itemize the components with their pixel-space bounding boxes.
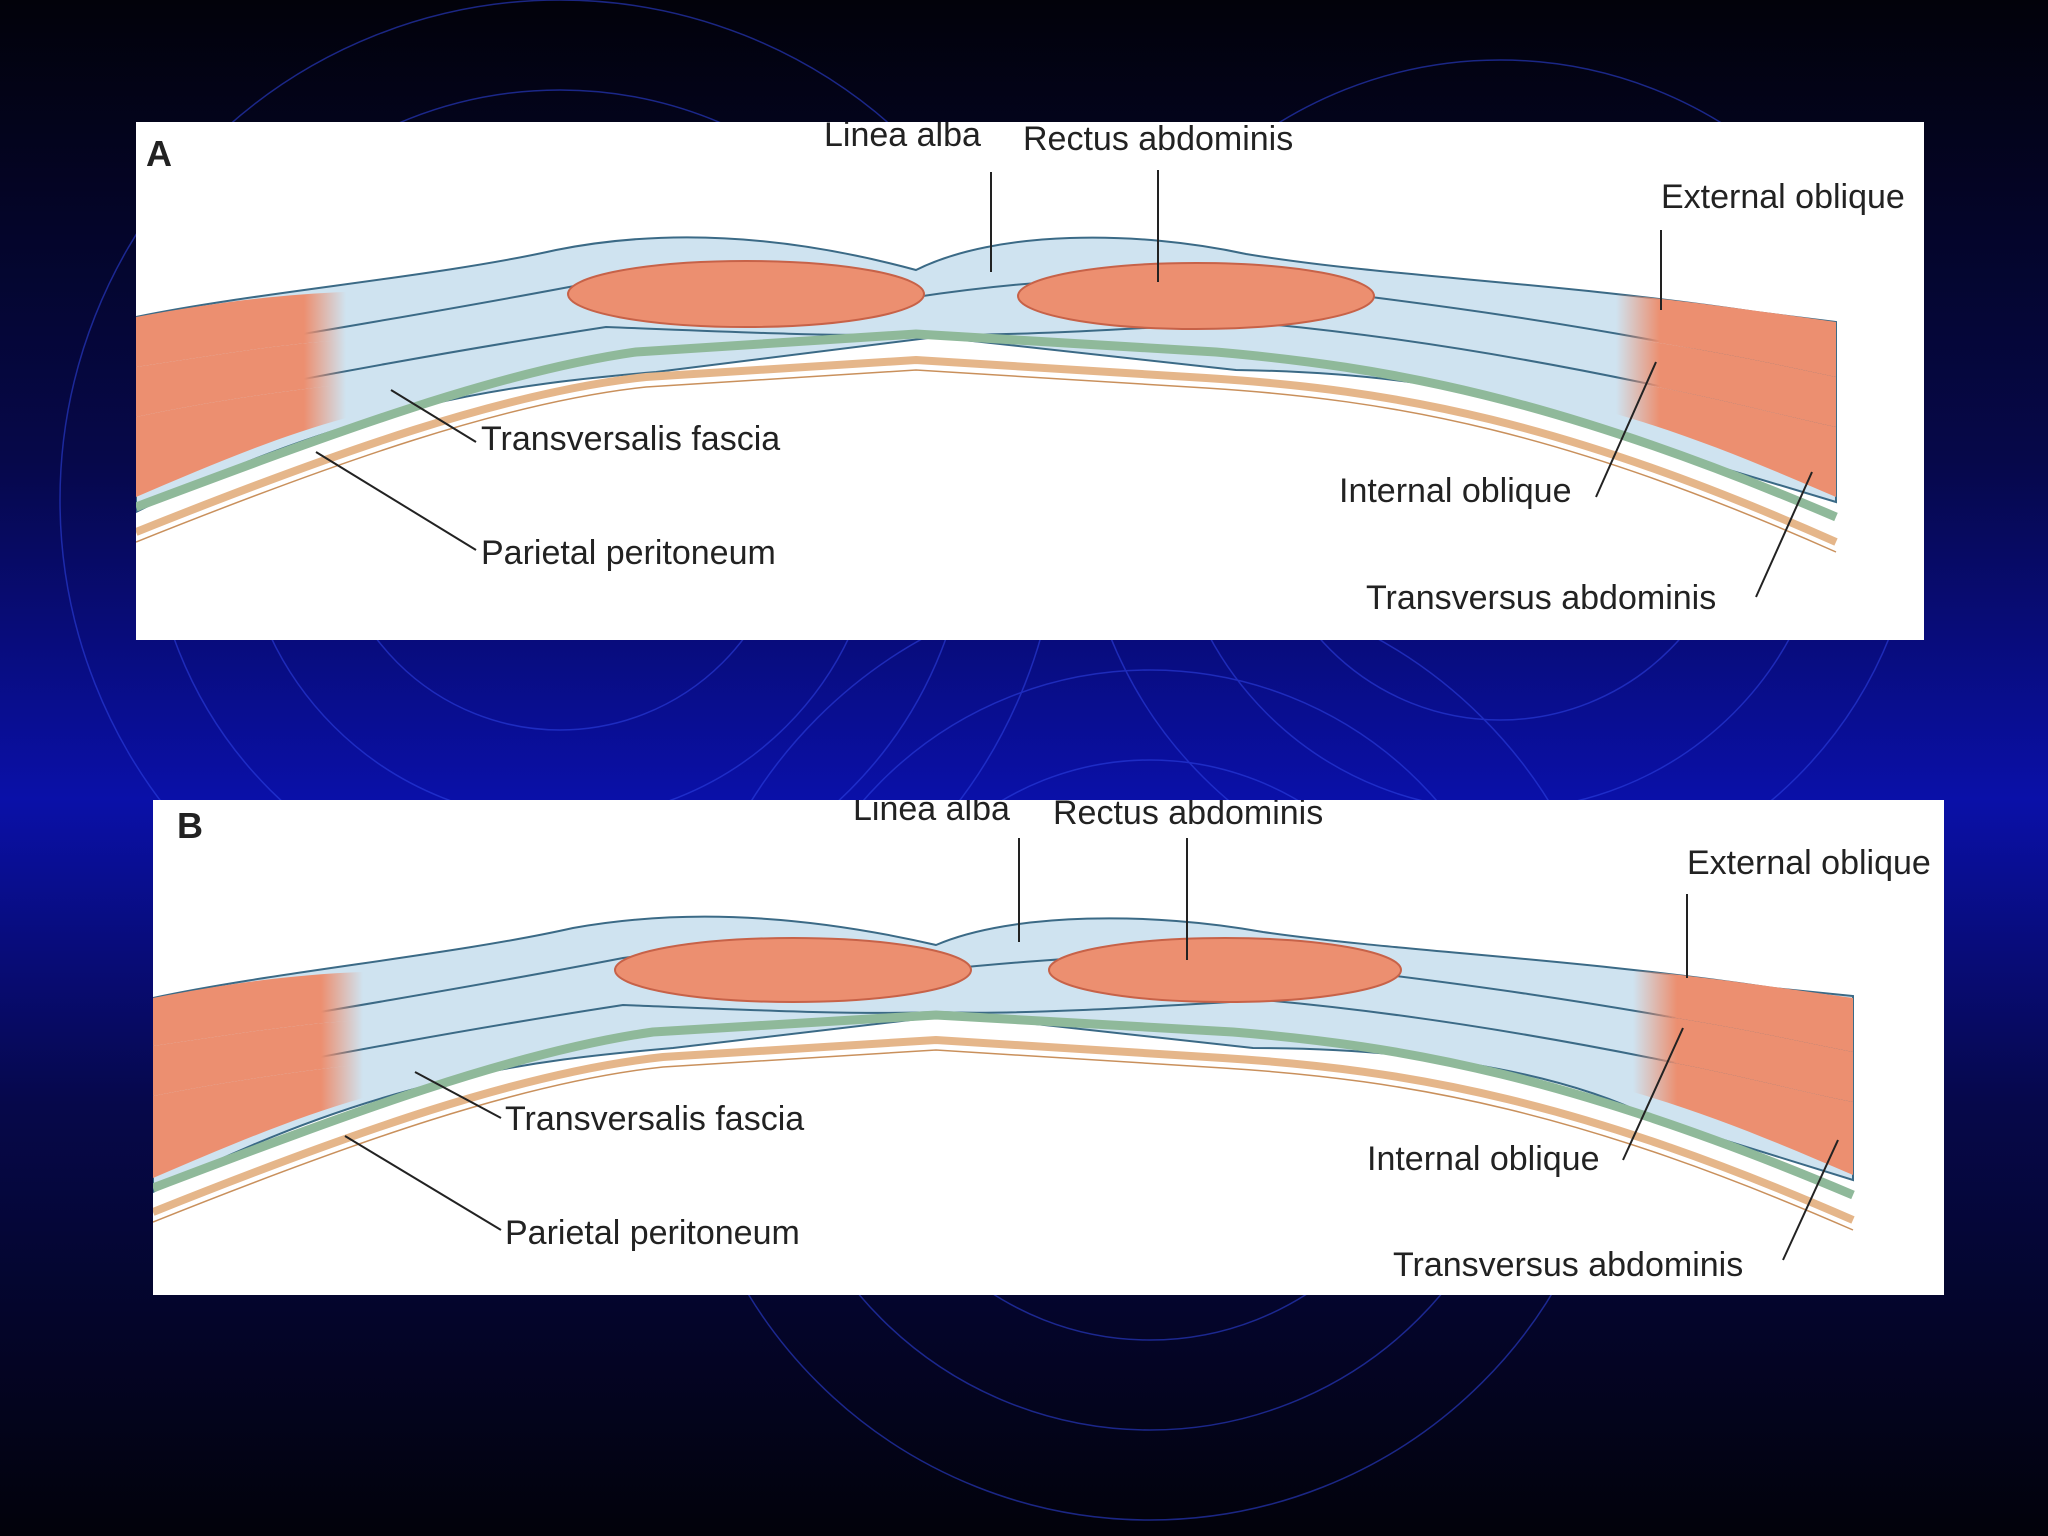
panel-letter: A	[146, 133, 172, 174]
diagram-panel-b: B Linea alba Rectus abdominis External o…	[153, 800, 1944, 1295]
label-parietal-peritoneum: Parietal peritoneum	[505, 1214, 800, 1252]
label-linea-alba: Linea alba	[853, 800, 1010, 828]
external-oblique-right	[1633, 970, 1853, 1052]
internal-oblique-left	[136, 340, 346, 417]
aponeurosis-sheath	[153, 915, 1854, 1194]
label-internal-oblique: Internal oblique	[1339, 472, 1572, 510]
label-linea-alba: Linea alba	[824, 122, 981, 154]
fascia-layer	[153, 1010, 1855, 1200]
aponeurosis-sheath	[136, 236, 1837, 514]
peritoneum-layer	[136, 355, 1838, 546]
label-parietal-peritoneum: Parietal peritoneum	[481, 534, 776, 572]
transversus-left	[153, 1064, 363, 1178]
label-transversus-abdominis: Transversus abdominis	[1393, 1246, 1743, 1284]
internal-oblique-left	[153, 1020, 363, 1096]
transversus-right	[1633, 1056, 1853, 1175]
diagram-panel-a: A Linea alba Rectus abdominis External o…	[136, 122, 1924, 640]
label-internal-oblique: Internal oblique	[1367, 1140, 1600, 1178]
external-oblique-left	[153, 972, 363, 1046]
transversus-left	[136, 384, 346, 497]
transversus-right	[1616, 380, 1836, 497]
label-transversalis-fascia: Transversalis fascia	[505, 1100, 804, 1138]
label-rectus-abdominis: Rectus abdominis	[1023, 122, 1293, 158]
leader-lines	[315, 170, 1813, 598]
abdominal-wall-layers	[153, 915, 1855, 1231]
rectus-right	[1017, 262, 1375, 330]
label-external-oblique: External oblique	[1661, 178, 1905, 216]
panel-letter: B	[177, 805, 203, 846]
rectus-left	[614, 937, 972, 1003]
label-external-oblique: External oblique	[1687, 844, 1931, 882]
external-oblique-right	[1616, 294, 1836, 377]
external-oblique-left	[136, 292, 346, 367]
leader-lines	[344, 838, 1839, 1261]
rectus-left	[567, 260, 925, 328]
internal-oblique-right	[1633, 1012, 1853, 1102]
rectus-right	[1048, 937, 1402, 1003]
sheath-line-1	[136, 274, 1837, 378]
fascia-layer	[136, 329, 1838, 522]
label-transversus-abdominis: Transversus abdominis	[1366, 579, 1716, 617]
peritoneum-layer	[153, 1035, 1855, 1224]
label-transversalis-fascia: Transversalis fascia	[481, 420, 780, 458]
internal-oblique-right	[1616, 337, 1836, 427]
label-rectus-abdominis: Rectus abdominis	[1053, 800, 1323, 832]
abdominal-wall-layers	[136, 236, 1838, 553]
